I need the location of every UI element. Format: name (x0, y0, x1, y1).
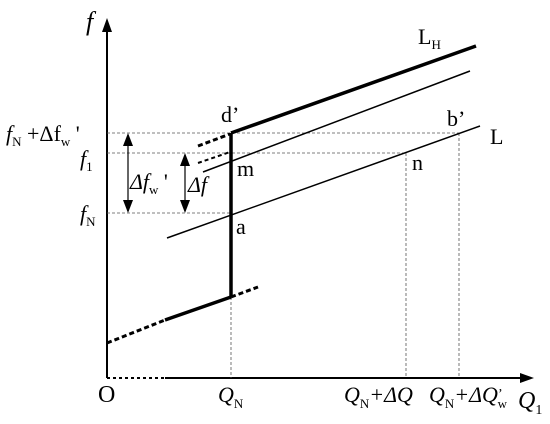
x-axis-arrowhead (520, 373, 534, 383)
dashed-lower-right (230, 285, 259, 299)
ytick-f1: f1 (80, 146, 93, 174)
point-n-label: n (412, 150, 423, 175)
line-LH (202, 70, 471, 173)
line-L-label: L (490, 124, 503, 149)
x-axis-label: Q1 (518, 388, 542, 418)
arrow-dfw-top-head (123, 133, 133, 146)
ytick-fN: fN (80, 201, 96, 229)
xtick-QN-dQw: QN+ΔQ’w (429, 382, 508, 411)
dashed-upper-left (197, 132, 231, 148)
xtick-QN: QN (218, 382, 244, 411)
xtick-QN-dQ: QN+ΔQ (344, 382, 413, 411)
point-a-label: a (236, 214, 246, 239)
bold-lower-segment (164, 295, 232, 322)
annotation-dfw: Δfw ' (129, 169, 168, 197)
point-b-prime-label: b’ (447, 106, 465, 131)
origin-label: O (98, 382, 115, 408)
arrow-df-bottom-head (180, 200, 190, 213)
arrow-df-top-head (180, 153, 190, 166)
dashed-lower-left (106, 318, 166, 345)
arrow-dfw-bottom-head (123, 200, 133, 213)
dashed-mid (197, 151, 231, 164)
line-LH-label: LH (418, 24, 441, 52)
bold-upper-segment (230, 44, 477, 135)
y-axis-arrowhead (102, 18, 112, 32)
ytick-fN-dfw: fN +Δfw ' (6, 121, 80, 149)
point-m-label: m (237, 156, 254, 181)
line-L (166, 125, 481, 239)
y-axis-label: f (86, 7, 97, 36)
annotation-df: Δf (187, 172, 210, 197)
point-d-prime-label: d’ (221, 102, 239, 127)
